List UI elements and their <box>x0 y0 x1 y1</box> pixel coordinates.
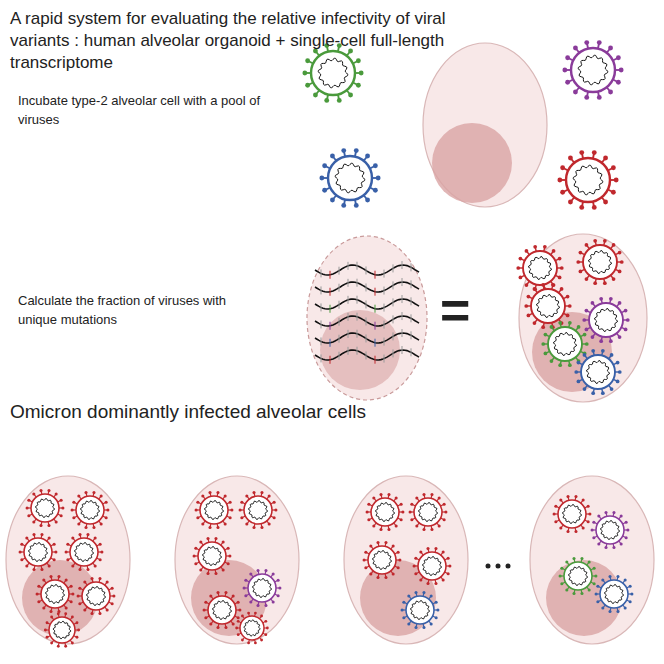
title: A rapid system for evaluating the relati… <box>10 8 460 74</box>
equals-sign: = <box>440 284 470 336</box>
step-note: Calculate the fraction of viruses with u… <box>18 292 268 330</box>
rna-strands <box>315 261 419 364</box>
cells <box>6 43 654 644</box>
viruses <box>19 40 634 648</box>
result-heading: Omicron dominantly infected alveolar cel… <box>10 400 530 424</box>
step-note: Incubate type-2 alveolar cell with a poo… <box>18 92 268 130</box>
